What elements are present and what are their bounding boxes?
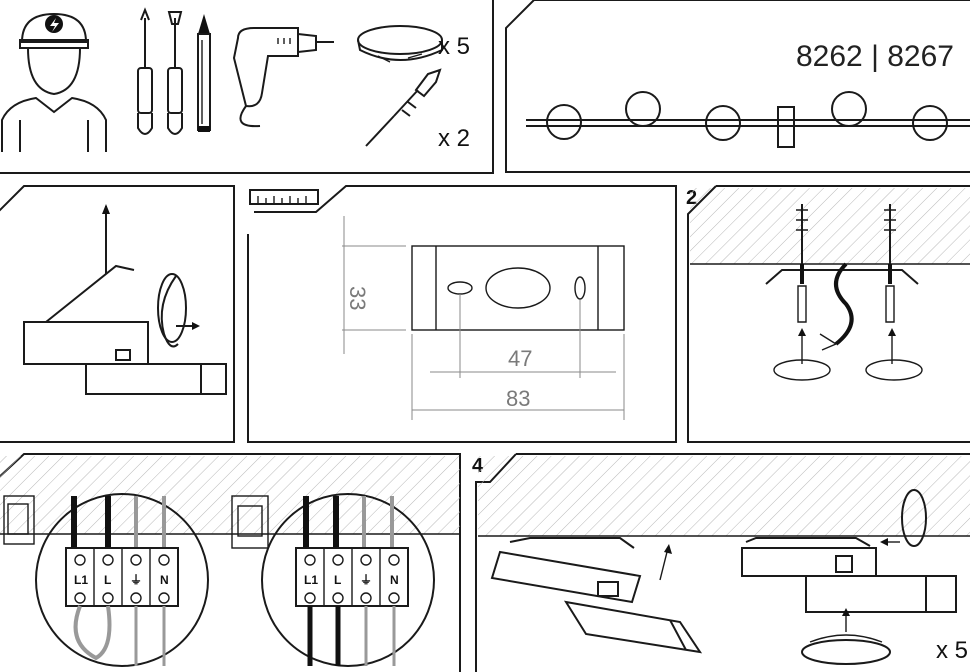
terminal-ground-right: ⏚ (360, 573, 372, 587)
step-open-panel (0, 184, 237, 444)
terminal-ground-left: ⏚ (130, 573, 142, 587)
dimensions-illustration: 33 47 83 (247, 185, 677, 443)
lamps-qty: x 5 (936, 637, 968, 664)
mounting-plate-icon (357, 25, 443, 63)
hole-spacing-dimension: 47 (508, 346, 532, 371)
drill-ceiling-illustration: 2 (686, 185, 970, 443)
tools-illustration: x 5 x 2 (0, 7, 470, 152)
step-4-panel: 4 x 5 (470, 452, 970, 672)
terminal-l-right: L (334, 573, 341, 587)
model-panel: 8262 | 8267 (504, 0, 970, 174)
terminal-l1-right: L1 (304, 573, 318, 587)
dowels-qty: x 5 (438, 33, 470, 60)
drill-icon (232, 27, 334, 128)
terminal-n-right: N (390, 573, 399, 587)
wiring-illustration: L1 L ⏚ N L1 L ⏚ N (0, 453, 461, 672)
model-illustration: 8262 | 8267 (505, 0, 970, 173)
electrician-icon (0, 12, 107, 152)
wall-switch-icon (3, 495, 269, 549)
wiring-panel: L1 L ⏚ N L1 L ⏚ N (0, 452, 464, 672)
terminal-n-left: N (160, 573, 169, 587)
tools-panel: x 5 x 2 (0, 0, 494, 174)
screw-dowel-icon (365, 68, 442, 147)
terminal-l1-left: L1 (74, 573, 88, 587)
width-dimension: 83 (506, 386, 530, 411)
screws-qty: x 2 (438, 125, 470, 152)
open-housing-illustration (0, 185, 235, 443)
voltage-tester-icon (197, 14, 211, 132)
screwdriver-icon (137, 7, 183, 135)
install-fixture-illustration: 4 x 5 (472, 453, 970, 672)
step-2-panel: 2 (686, 184, 970, 444)
terminal-l-left: L (104, 573, 111, 587)
model-numbers: 8262 | 8267 (796, 40, 954, 73)
dimensions-panel: 33 47 83 (246, 184, 678, 444)
height-dimension: 33 (345, 286, 370, 310)
